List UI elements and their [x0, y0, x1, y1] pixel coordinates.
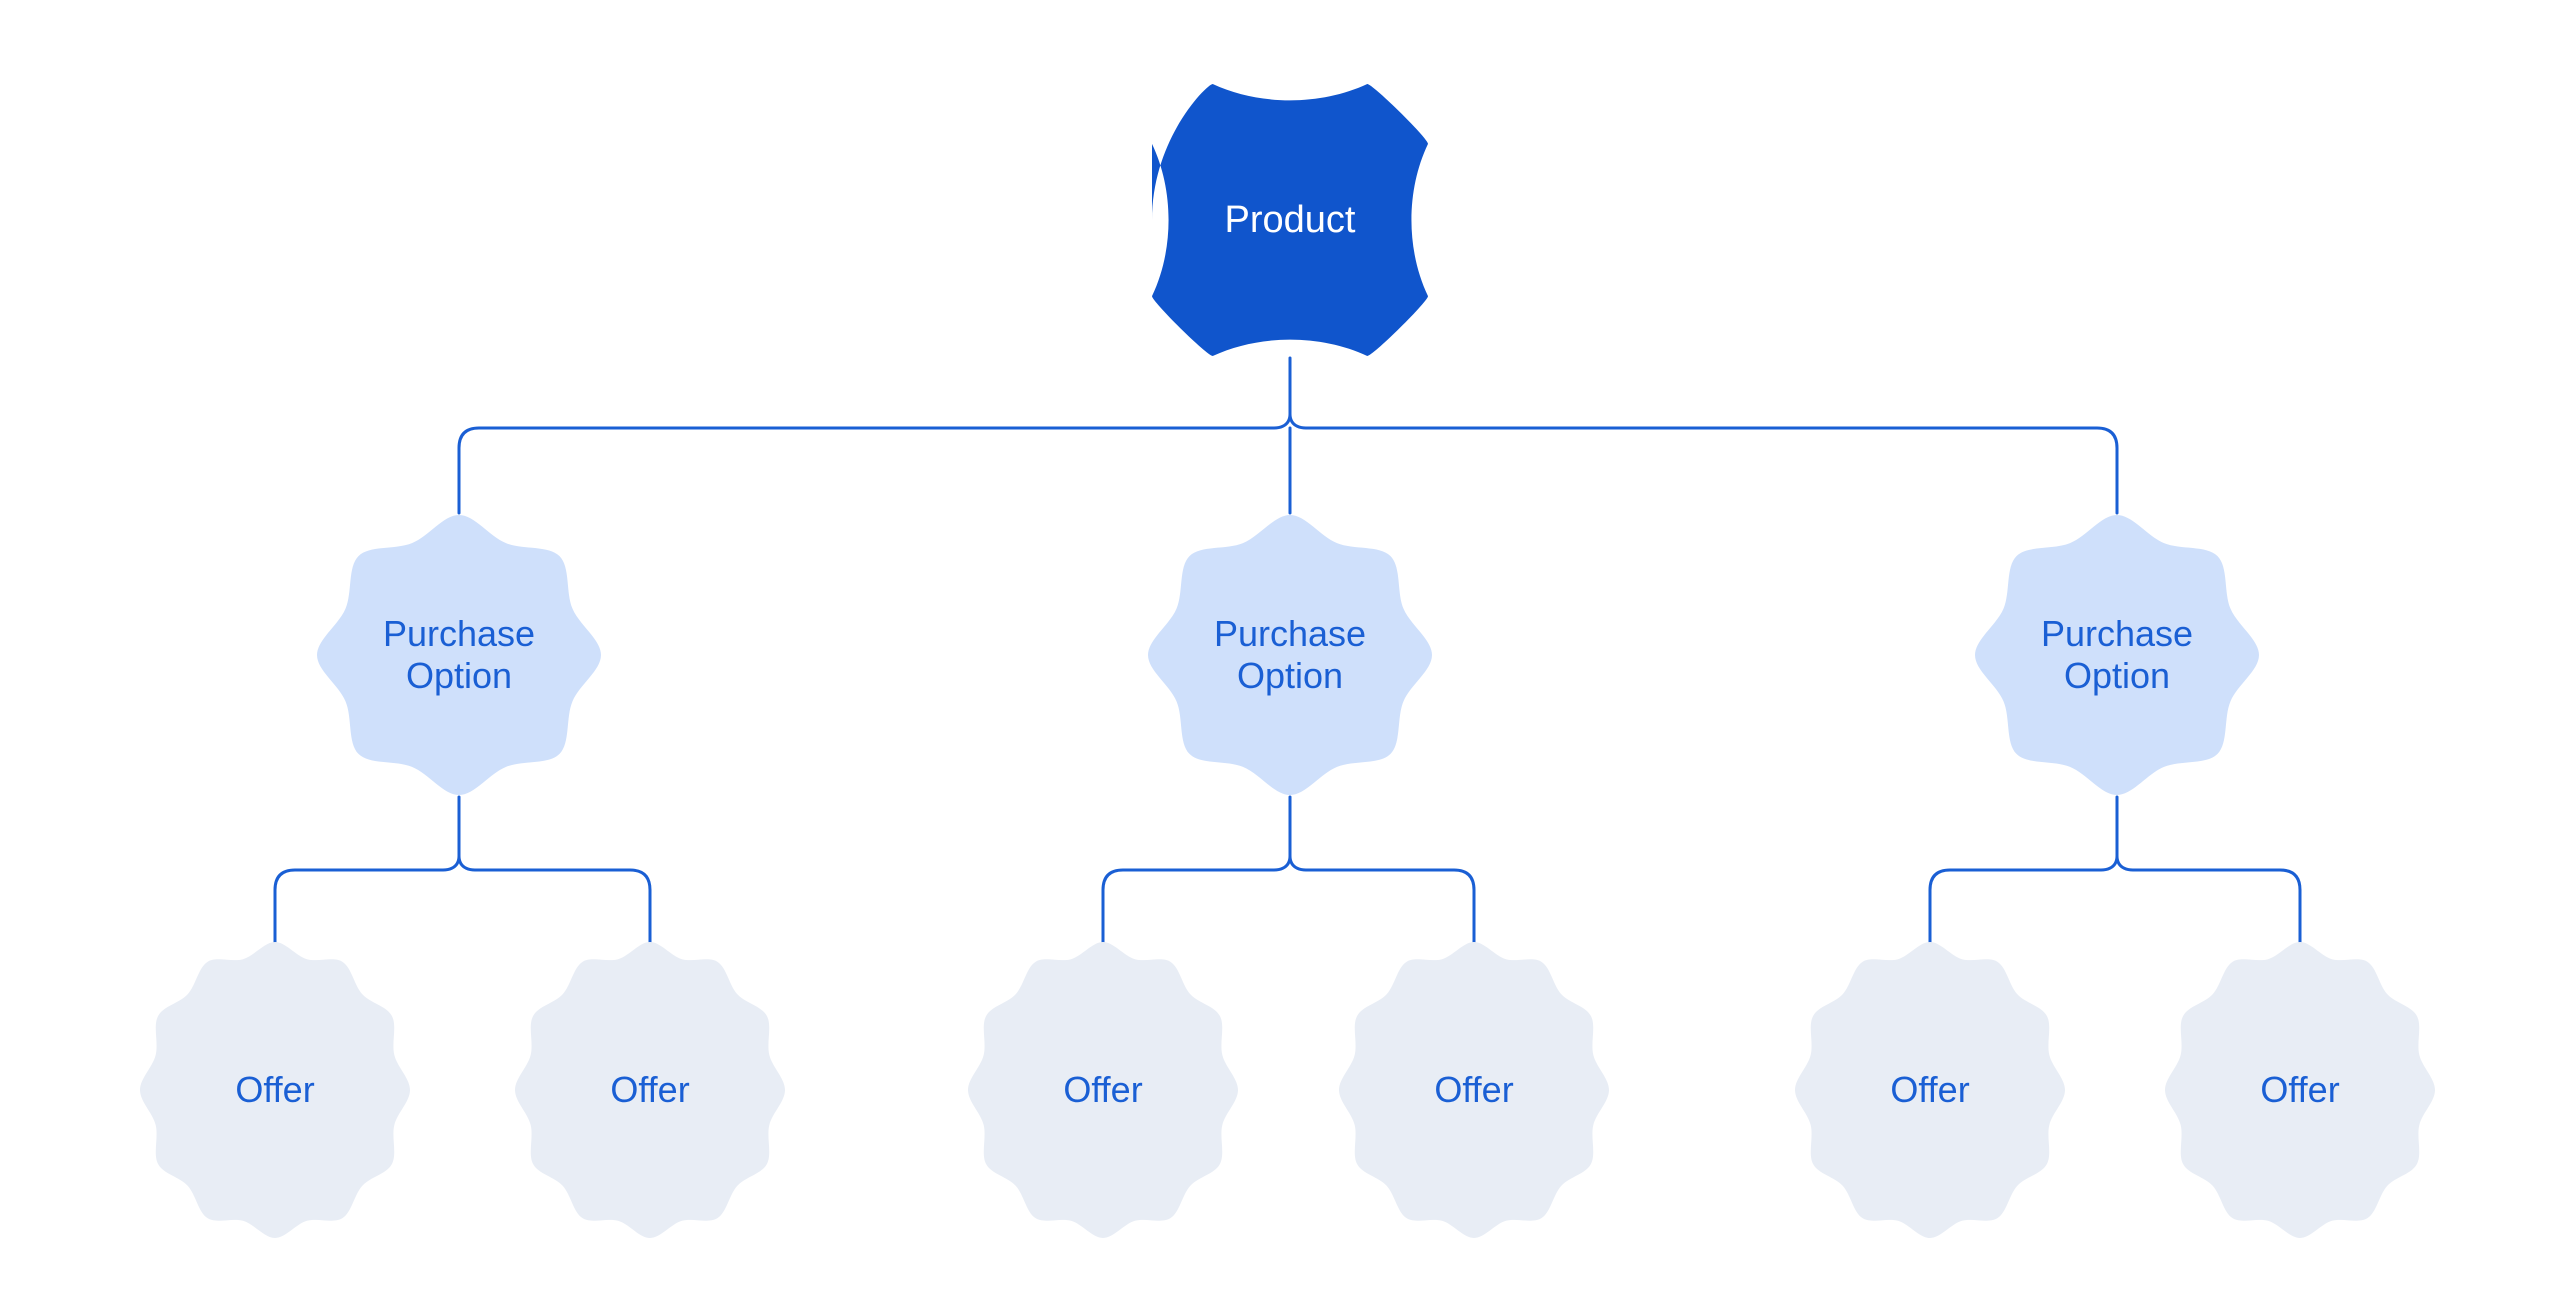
node-offer-6[interactable]	[2165, 942, 2435, 1238]
node-offer-4[interactable]	[1339, 942, 1609, 1238]
connector-branch-2-to-offers	[1101, 795, 1476, 947]
node-offer-3[interactable]	[968, 942, 1238, 1238]
node-offer-2[interactable]	[515, 942, 785, 1238]
node-purchase-option-3[interactable]	[1975, 515, 2259, 795]
connector-layer	[273, 356, 2302, 947]
node-offer-5[interactable]	[1795, 942, 2065, 1238]
connector-branch-1-to-offers	[273, 795, 652, 947]
node-offer-1[interactable]	[140, 942, 410, 1238]
connector-root-to-branches	[457, 356, 2119, 515]
node-layer	[140, 84, 2435, 1238]
node-product[interactable]	[1152, 84, 1428, 356]
node-purchase-option-1[interactable]	[317, 515, 601, 795]
node-purchase-option-2[interactable]	[1148, 515, 1432, 795]
connector-branch-3-to-offers	[1928, 795, 2302, 947]
